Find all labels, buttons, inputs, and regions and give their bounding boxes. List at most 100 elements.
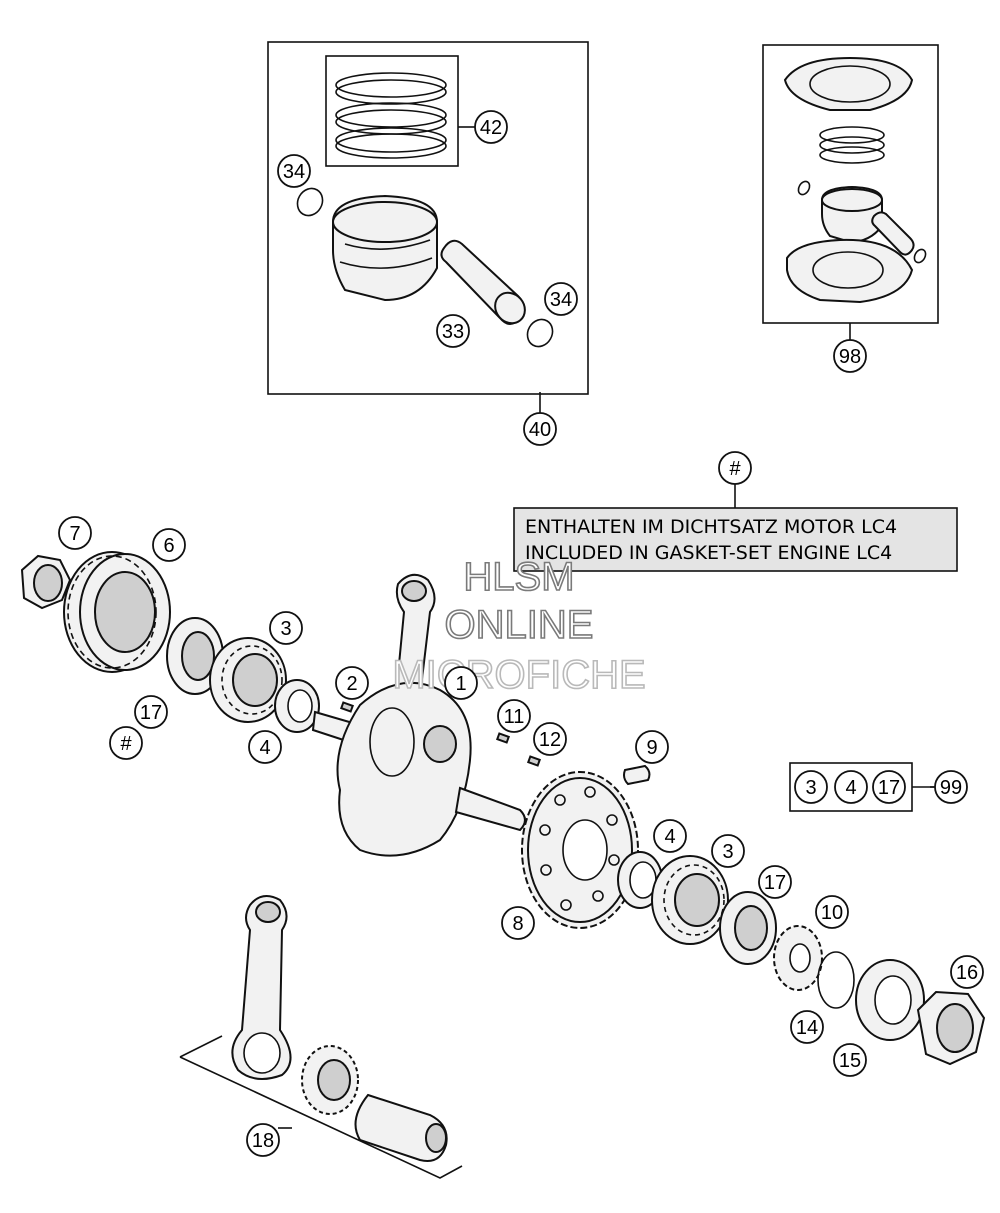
svg-text:11: 11 — [504, 706, 525, 728]
callout-14: 14 — [790, 1010, 824, 1044]
callout-17-right: 17 — [758, 865, 792, 899]
svg-text:4: 4 — [664, 826, 675, 848]
left-shaft-parts — [20, 551, 320, 733]
svg-text:14: 14 — [796, 1017, 818, 1039]
circlip-upper — [296, 187, 324, 217]
shaft-seal-left — [166, 617, 224, 695]
callouts: 40 42 34 34 33 98 # 7 6 3 2 1 17 # 4 11 … — [58, 110, 984, 1157]
callout-16: 16 — [950, 955, 984, 989]
svg-text:6: 6 — [163, 535, 174, 557]
svg-text:33: 33 — [442, 321, 464, 343]
crank-web — [336, 681, 472, 857]
callout-33: 33 — [436, 314, 470, 348]
svg-text:12: 12 — [539, 729, 561, 751]
callout-17-left: 17 — [134, 695, 168, 729]
note-line-english: INCLUDED IN GASKET-SET ENGINE LC4 — [525, 542, 892, 564]
callout-6: 6 — [152, 528, 186, 562]
piston-kit-frame — [267, 41, 589, 395]
watermark-line-2: ONLINE — [445, 603, 594, 647]
shim-left — [274, 679, 320, 733]
guide-pin — [623, 764, 651, 786]
callout-15: 15 — [833, 1043, 867, 1077]
svg-text:4: 4 — [845, 777, 856, 799]
svg-text:34: 34 — [283, 161, 305, 183]
connecting-rod-top — [394, 573, 436, 697]
circlip-right — [817, 951, 855, 1009]
svg-text:16: 16 — [956, 962, 978, 984]
callout-99: 99 — [934, 770, 968, 804]
piston-pin — [440, 239, 526, 325]
svg-text:#: # — [120, 733, 132, 755]
svg-text:18: 18 — [252, 1130, 274, 1152]
callout-hash-top: # — [718, 451, 752, 485]
circlip-lower — [526, 318, 554, 348]
small-piston-pin — [871, 211, 915, 256]
svg-text:17: 17 — [878, 777, 900, 799]
kit-callout-4: 4 — [834, 770, 868, 804]
svg-text:17: 17 — [764, 872, 786, 894]
primary-gear — [63, 551, 171, 673]
callout-9: 9 — [635, 730, 669, 764]
right-shaft-parts — [521, 771, 986, 1066]
needle-bearing — [301, 1045, 359, 1115]
watermark: HLSM ONLINE MICROFICHE — [392, 554, 647, 698]
watermark-line-3: MICROFICHE — [392, 653, 645, 697]
nut-right — [916, 990, 986, 1066]
callout-7: 7 — [58, 516, 92, 550]
connecting-rod — [231, 895, 292, 1080]
kit-callout-3: 3 — [794, 770, 828, 804]
small-piston-rings — [819, 126, 885, 164]
svg-text:4: 4 — [259, 737, 270, 759]
shim-right — [617, 851, 663, 909]
callout-4-left: 4 — [248, 730, 282, 764]
svg-text:3: 3 — [280, 618, 291, 640]
bearing-left — [209, 637, 287, 723]
washer-right — [855, 959, 925, 1041]
callout-10: 10 — [815, 895, 849, 929]
small-piston — [821, 185, 883, 244]
svg-text:9: 9 — [646, 737, 657, 759]
crankshaft-right-journal — [454, 786, 526, 832]
svg-text:40: 40 — [529, 419, 551, 441]
svg-text:7: 7 — [69, 523, 80, 545]
svg-text:3: 3 — [805, 777, 816, 799]
callout-3-left: 3 — [269, 611, 303, 645]
callout-8: 8 — [501, 906, 535, 940]
callout-12: 12 — [533, 722, 567, 756]
callout-3-right: 3 — [711, 834, 745, 868]
balancer-drive-gear — [521, 771, 639, 929]
svg-text:15: 15 — [839, 1050, 861, 1072]
watermark-line-1: HLSM — [463, 555, 574, 599]
bearing-right — [651, 855, 729, 945]
svg-text:#: # — [729, 458, 741, 480]
gasket-set-note: ENTHALTEN IM DICHTSATZ MOTOR LC4 INCLUDE… — [513, 484, 958, 572]
callout-18: 18 — [246, 1123, 280, 1157]
note-box — [513, 507, 958, 572]
piston-rings — [335, 72, 447, 159]
callout-4-right: 4 — [653, 819, 687, 853]
crank-pin — [354, 1093, 448, 1162]
kit-callout-17: 17 — [872, 770, 906, 804]
svg-text:34: 34 — [550, 289, 572, 311]
svg-text:10: 10 — [821, 902, 843, 924]
piston-ring-frame — [325, 55, 459, 167]
svg-text:3: 3 — [722, 841, 733, 863]
crankshaft-assembly — [311, 573, 651, 857]
callout-1: 1 — [444, 666, 478, 700]
cylinder-base-gasket — [786, 238, 914, 304]
svg-text:1: 1 — [455, 673, 466, 695]
svg-text:98: 98 — [839, 346, 861, 368]
note-line-german: ENTHALTEN IM DICHTSATZ MOTOR LC4 — [525, 516, 897, 538]
callout-34-lower: 34 — [544, 282, 578, 316]
piston-kit-group — [267, 41, 589, 415]
nut-left — [20, 554, 72, 610]
svg-text:2: 2 — [346, 673, 357, 695]
small-sprocket — [773, 925, 823, 991]
callout-40: 40 — [523, 412, 557, 446]
piston — [332, 194, 438, 302]
conrod-kit-group — [179, 895, 463, 1179]
callout-2: 2 — [335, 666, 369, 700]
callout-11: 11 — [497, 699, 531, 733]
callout-hash-left: # — [109, 726, 143, 760]
